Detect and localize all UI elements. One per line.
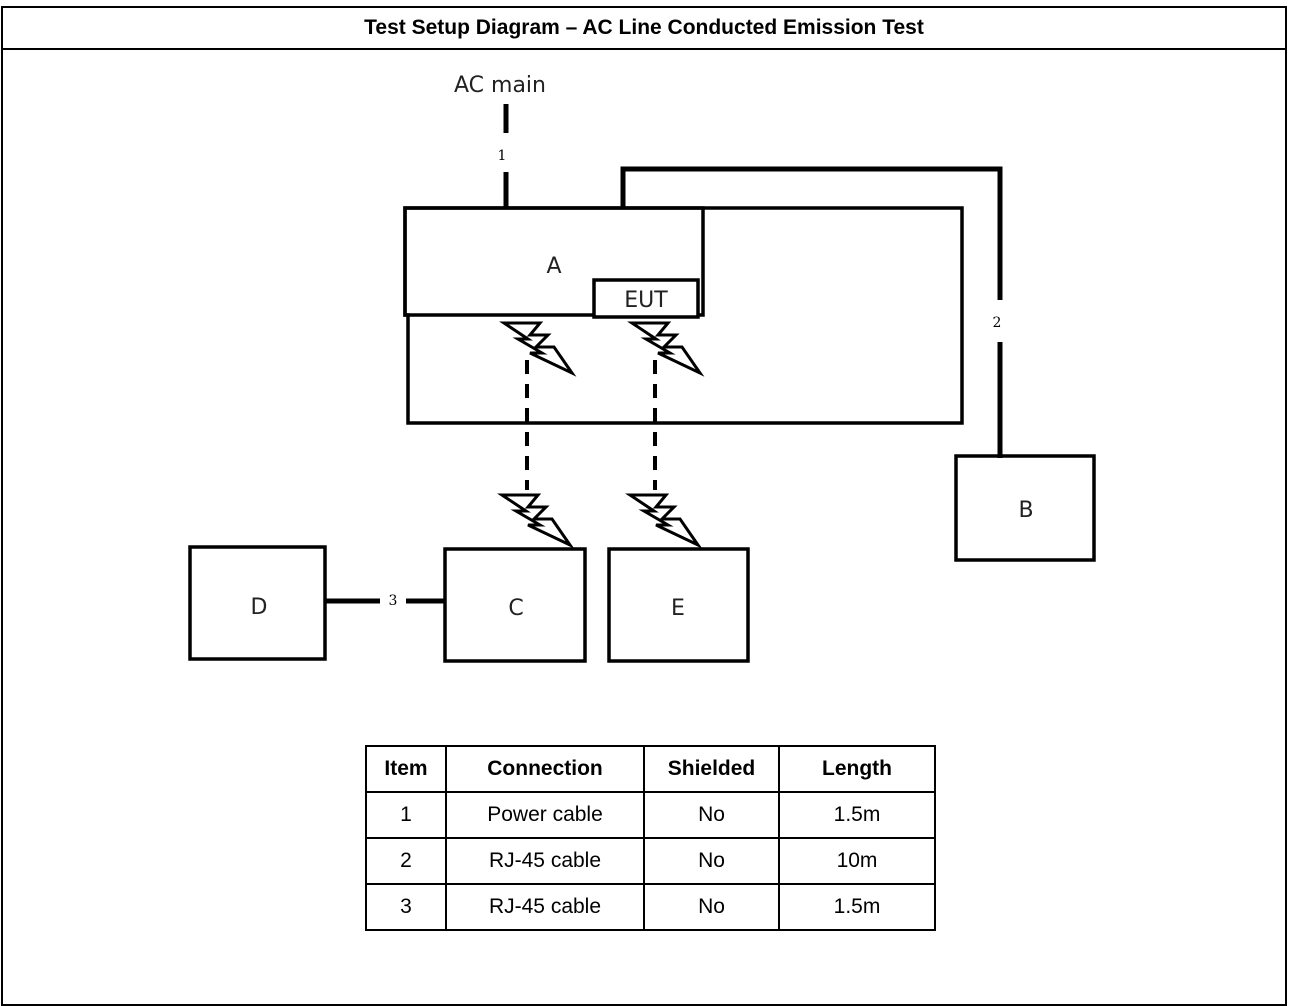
box-c [443,547,587,663]
cell-item: 3 [365,883,447,931]
cell-length: 1.5m [778,883,936,931]
cable-3-label: 3 [389,593,398,609]
wireless-icon-a-2 [630,321,702,375]
box-a-label: A [546,254,561,279]
cell-shielded: No [643,883,780,931]
cell-connection: RJ-45 cable [445,837,645,885]
eut-box [592,278,700,319]
box-d-label: D [251,595,268,620]
wireless-icon-e [628,493,700,547]
table-row: 3 RJ-45 cable No 1.5m [365,883,936,931]
header-item: Item [365,745,447,793]
wireless-icon-c [500,493,572,547]
wireless-icon-a-1 [502,321,574,375]
cell-connection: Power cable [445,791,645,839]
rj45-cable-2-upper [620,166,1003,300]
cable-2-label: 2 [993,315,1002,331]
box-a [403,206,705,317]
cell-length: 10m [778,837,936,885]
header-shielded: Shielded [643,745,780,793]
box-c-label: C [508,596,523,621]
cell-length: 1.5m [778,791,936,839]
cell-shielded: No [643,837,780,885]
ac-main-label: AC main [454,73,546,98]
cell-shielded: No [643,791,780,839]
box-e [607,547,750,663]
diagram-title: Test Setup Diagram – AC Line Conducted E… [3,8,1285,50]
eut-label: EUT [624,288,668,313]
box-e-label: E [671,596,685,621]
cable-table: Item Connection Shielded Length 1 Power … [365,745,936,931]
table-header-row: Item Connection Shielded Length [365,745,936,793]
cell-connection: RJ-45 cable [445,883,645,931]
header-connection: Connection [445,745,645,793]
header-length: Length [778,745,936,793]
table-row: 1 Power cable No 1.5m [365,791,936,839]
cable-1-label: 1 [498,148,507,164]
cell-item: 1 [365,791,447,839]
box-b [954,454,1096,562]
box-b-label: B [1018,498,1033,523]
cell-item: 2 [365,837,447,885]
table-row: 2 RJ-45 cable No 10m [365,837,936,885]
